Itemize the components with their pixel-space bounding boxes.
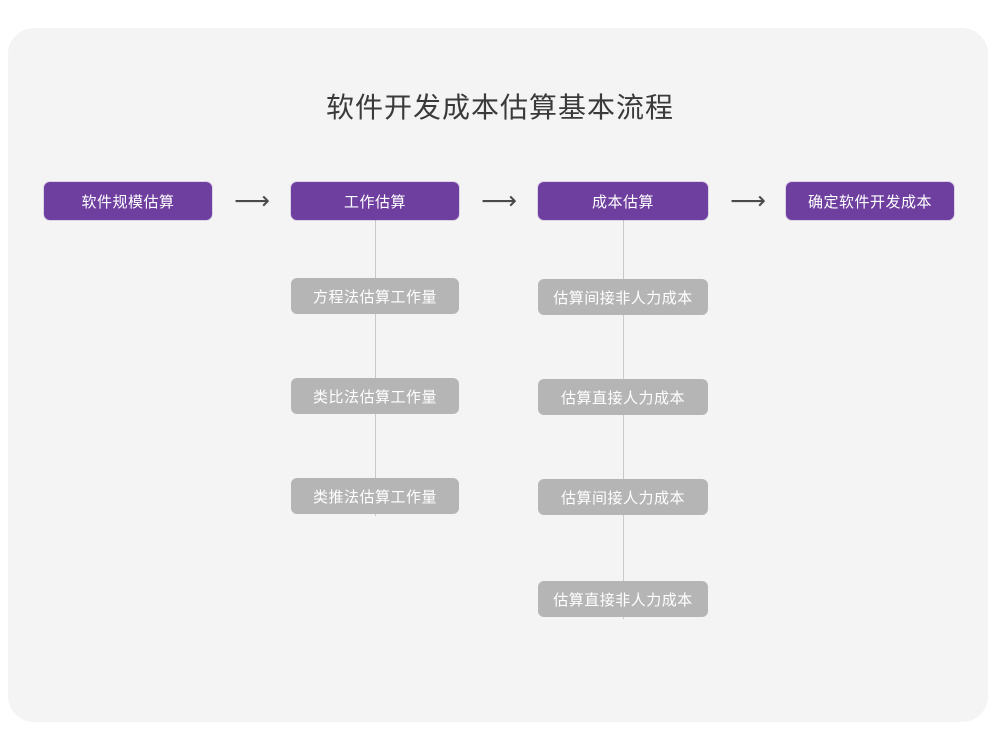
substep-node-direct-labor-cost[interactable]: 估算直接人力成本 (538, 379, 708, 415)
substep-node-direct-nonlabor-cost[interactable]: 估算直接非人力成本 (538, 581, 708, 617)
flow-arrow-3: ⟶ (730, 186, 766, 215)
flow-arrow-2: ⟶ (481, 186, 517, 215)
substep-node-extrapolation-method-workload[interactable]: 类推法估算工作量 (291, 478, 459, 514)
substep-node-indirect-labor-cost[interactable]: 估算间接人力成本 (538, 479, 708, 515)
connector-line-stage3 (623, 220, 624, 619)
flow-arrow-1: ⟶ (234, 186, 270, 215)
stage-node-work-estimation[interactable]: 工作估算 (291, 182, 459, 220)
substep-node-equation-method-workload[interactable]: 方程法估算工作量 (291, 278, 459, 314)
diagram-card (8, 28, 988, 722)
diagram-title: 软件开发成本估算基本流程 (325, 92, 674, 123)
substep-node-indirect-nonlabor-cost[interactable]: 估算间接非人力成本 (538, 279, 708, 315)
stage-node-determine-development-cost[interactable]: 确定软件开发成本 (786, 182, 954, 220)
stage-node-software-scale-estimation[interactable]: 软件规模估算 (44, 182, 212, 220)
substep-node-analogy-method-workload[interactable]: 类比法估算工作量 (291, 378, 459, 414)
connector-line-stage2 (375, 220, 376, 516)
stage-node-cost-estimation[interactable]: 成本估算 (538, 182, 708, 220)
